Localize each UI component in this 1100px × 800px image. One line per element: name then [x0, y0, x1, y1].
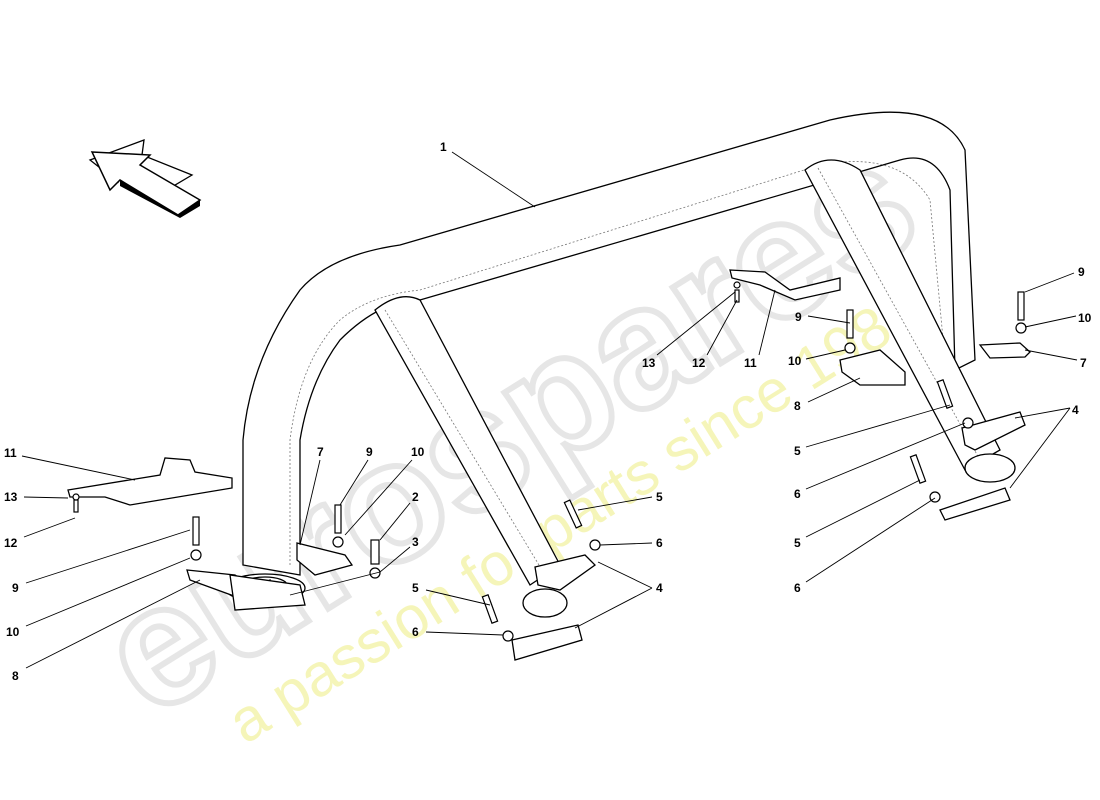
callout-label: 8 [794, 399, 801, 413]
callout-label: 4 [1072, 403, 1079, 417]
watermark-brand: eurospares [69, 105, 947, 752]
callouts: 1 13 12 11 9 10 8 5 6 4 5 6 9 10 7 11 13… [4, 140, 1092, 683]
callout-label: 1 [440, 140, 447, 154]
callout-label: 12 [692, 356, 706, 370]
callout-label: 7 [1080, 356, 1087, 370]
callout-label: 10 [788, 354, 802, 368]
callout-label: 2 [412, 490, 419, 504]
callout-label: 5 [794, 536, 801, 550]
leader-lines [21, 151, 1078, 669]
callout-label: 6 [794, 487, 801, 501]
callout-label: 10 [1078, 311, 1092, 325]
callout-label: 5 [656, 490, 663, 504]
callout-label: 9 [1078, 265, 1085, 279]
callout-label: 7 [317, 445, 324, 459]
callout-label: 5 [412, 581, 419, 595]
parts [67, 269, 1031, 661]
callout-label: 4 [656, 581, 663, 595]
callout-label: 10 [6, 625, 20, 639]
callout-label: 13 [4, 490, 18, 504]
callout-label: 11 [744, 356, 757, 370]
arrow-up-left-icon [88, 139, 202, 218]
callout-label: 6 [794, 581, 801, 595]
callout-label: 9 [795, 310, 802, 324]
callout-label: 6 [656, 536, 663, 550]
callout-label: 10 [411, 445, 425, 459]
callout-label: 5 [794, 444, 801, 458]
callout-label: 11 [4, 446, 17, 460]
callout-label: 8 [12, 669, 19, 683]
callout-label: 13 [642, 356, 656, 370]
callout-label: 9 [12, 581, 19, 595]
callout-label: 6 [412, 625, 419, 639]
watermark: eurospares a passion for parts since 198… [66, 102, 950, 756]
callout-label: 3 [412, 535, 419, 549]
callout-label: 9 [366, 445, 373, 459]
callout-label: 12 [4, 536, 18, 550]
